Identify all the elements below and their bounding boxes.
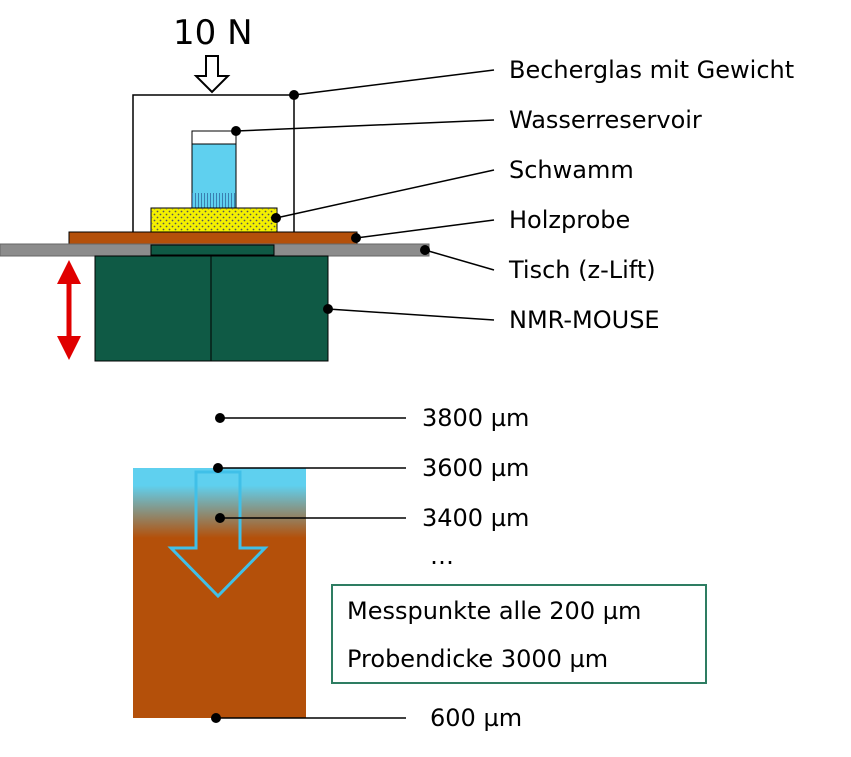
force-label: 10 N	[173, 13, 253, 53]
lift-double-arrow-icon	[57, 260, 81, 360]
water-flow-arrow-icon	[167, 470, 269, 599]
depth-label-3600: 3600 µm	[422, 454, 530, 482]
depth-label-600: 600 µm	[430, 704, 523, 732]
depth-dots	[211, 413, 225, 723]
label-beaker-with-weight: Becherglas mit Gewicht	[509, 56, 795, 84]
magnet-top	[150, 244, 275, 256]
force-arrow-icon	[193, 55, 231, 94]
label-sponge: Schwamm	[509, 156, 634, 184]
measurement-info-box: Messpunkte alle 200 µm Probendicke 3000 …	[331, 584, 707, 684]
depth-label-3800: 3800 µm	[422, 404, 530, 432]
info-measure-points: Messpunkte alle 200 µm	[347, 597, 642, 625]
depth-label-3400: 3400 µm	[422, 504, 530, 532]
wood-sample	[68, 231, 358, 245]
label-nmr-mouse: NMR-MOUSE	[509, 306, 660, 334]
depth-label-ellipsis: …	[430, 542, 454, 570]
label-water-reservoir: Wasserreservoir	[509, 106, 702, 134]
label-table-z-lift: Tisch (z-Lift)	[509, 256, 656, 284]
label-wood-sample: Holzprobe	[509, 206, 631, 234]
depth-leader-lines	[216, 417, 406, 719]
setup-leader-dots	[231, 90, 430, 314]
info-sample-thickness: Probendicke 3000 µm	[347, 645, 609, 673]
setup-leader-lines	[235, 69, 495, 321]
